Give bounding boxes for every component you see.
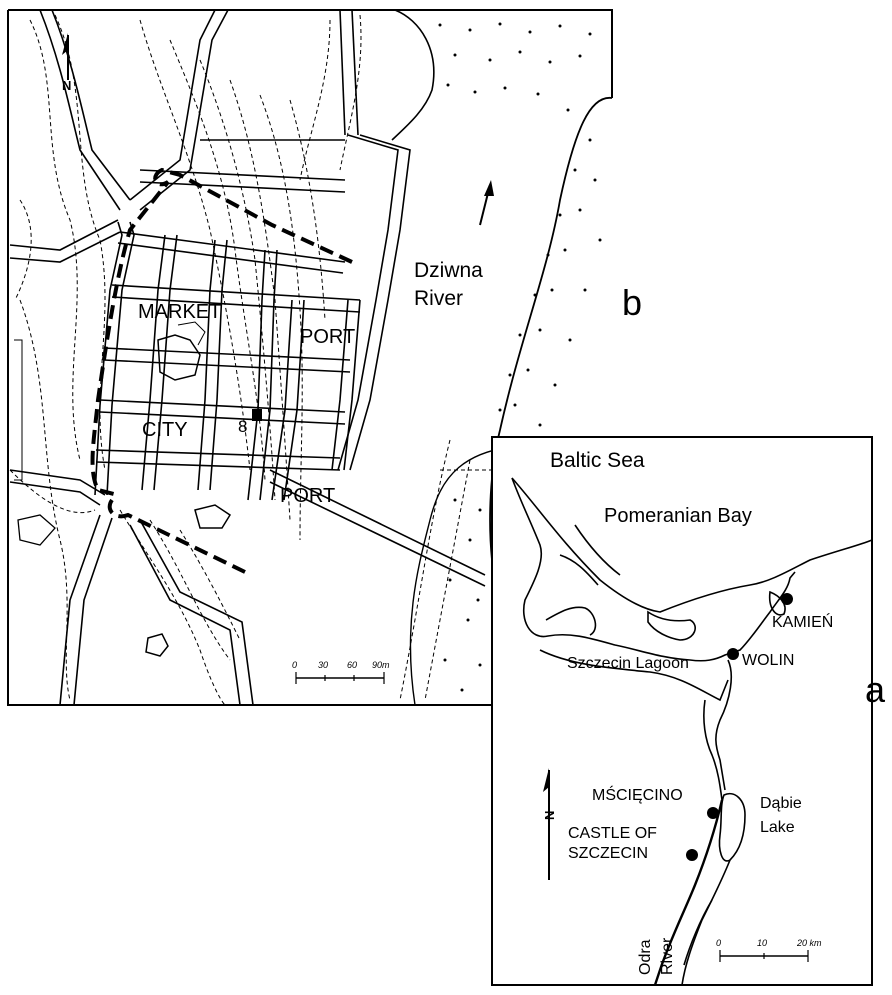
site-number-label: 8 xyxy=(238,417,247,436)
outer-roads xyxy=(9,9,486,706)
town-grid xyxy=(94,134,411,501)
port-lower-label: PORT xyxy=(280,485,335,507)
castle-marker xyxy=(686,849,698,861)
szczecin-lagoon-label: Szczecin Lagoon xyxy=(567,655,689,672)
scale-a-tick-2: 20 km xyxy=(796,938,822,948)
port-upper-label: PORT xyxy=(300,326,355,348)
scale-b-tick-0: 0 xyxy=(292,660,297,670)
scale-b-tick-2: 60 xyxy=(347,660,357,670)
map-a-region: Baltic Sea Pomeranian Bay Szczecin Lagoo… xyxy=(491,436,873,986)
dziwna-label-line2: River xyxy=(414,287,463,310)
contour-lines xyxy=(9,14,471,706)
scale-bar-b: 0 30 60 90m xyxy=(292,660,390,684)
panel-letter-b: b xyxy=(622,282,642,323)
odra-label-line2: River xyxy=(659,937,676,975)
town-buildings xyxy=(14,321,262,657)
north-label-a: N xyxy=(542,811,557,820)
map-b-town-plan: N MARK xyxy=(7,9,642,706)
odra-label-line1: Odra xyxy=(637,939,654,975)
map-a-coastline xyxy=(511,477,873,986)
north-arrow-a: N xyxy=(542,768,557,880)
site-8-marker xyxy=(252,409,262,421)
dziwna-label-line1: Dziwna xyxy=(414,259,483,282)
wolin-label: WOLIN xyxy=(742,652,794,669)
dabie-lake-label-line1: Dąbie xyxy=(760,795,802,812)
city-label: CITY xyxy=(142,419,188,441)
wolin-marker xyxy=(727,648,739,660)
scale-a-tick-0: 0 xyxy=(716,938,721,948)
castle-label-line2: SZCZECIN xyxy=(568,845,648,862)
scale-a-tick-1: 10 xyxy=(757,938,767,948)
scale-b-tick-3: 90m xyxy=(372,660,390,670)
mscięcino-marker xyxy=(707,807,719,819)
pomeranian-bay-label: Pomeranian Bay xyxy=(604,505,752,527)
dabie-lake-label-line2: Lake xyxy=(760,819,795,836)
map-a-frame xyxy=(491,436,873,986)
scale-b-tick-1: 30 xyxy=(318,660,328,670)
castle-label-line1: CASTLE OF xyxy=(568,825,657,842)
rampart-line xyxy=(90,167,353,574)
kamien-marker xyxy=(781,593,793,605)
town-markers xyxy=(686,593,793,861)
north-arrow-b: N xyxy=(62,33,71,93)
flow-arrow xyxy=(484,180,494,196)
panel-letter-a: a xyxy=(865,669,886,710)
scale-bar-a: 0 10 20 km xyxy=(716,938,822,962)
marsh-dots xyxy=(438,22,602,692)
market-label: MARKET xyxy=(138,301,221,323)
north-label-b: N xyxy=(62,78,71,93)
mscięcino-label: MŚCIĘCINO xyxy=(592,785,683,804)
kamien-label: KAMIEŃ xyxy=(772,612,833,631)
baltic-sea-label: Baltic Sea xyxy=(550,449,645,472)
